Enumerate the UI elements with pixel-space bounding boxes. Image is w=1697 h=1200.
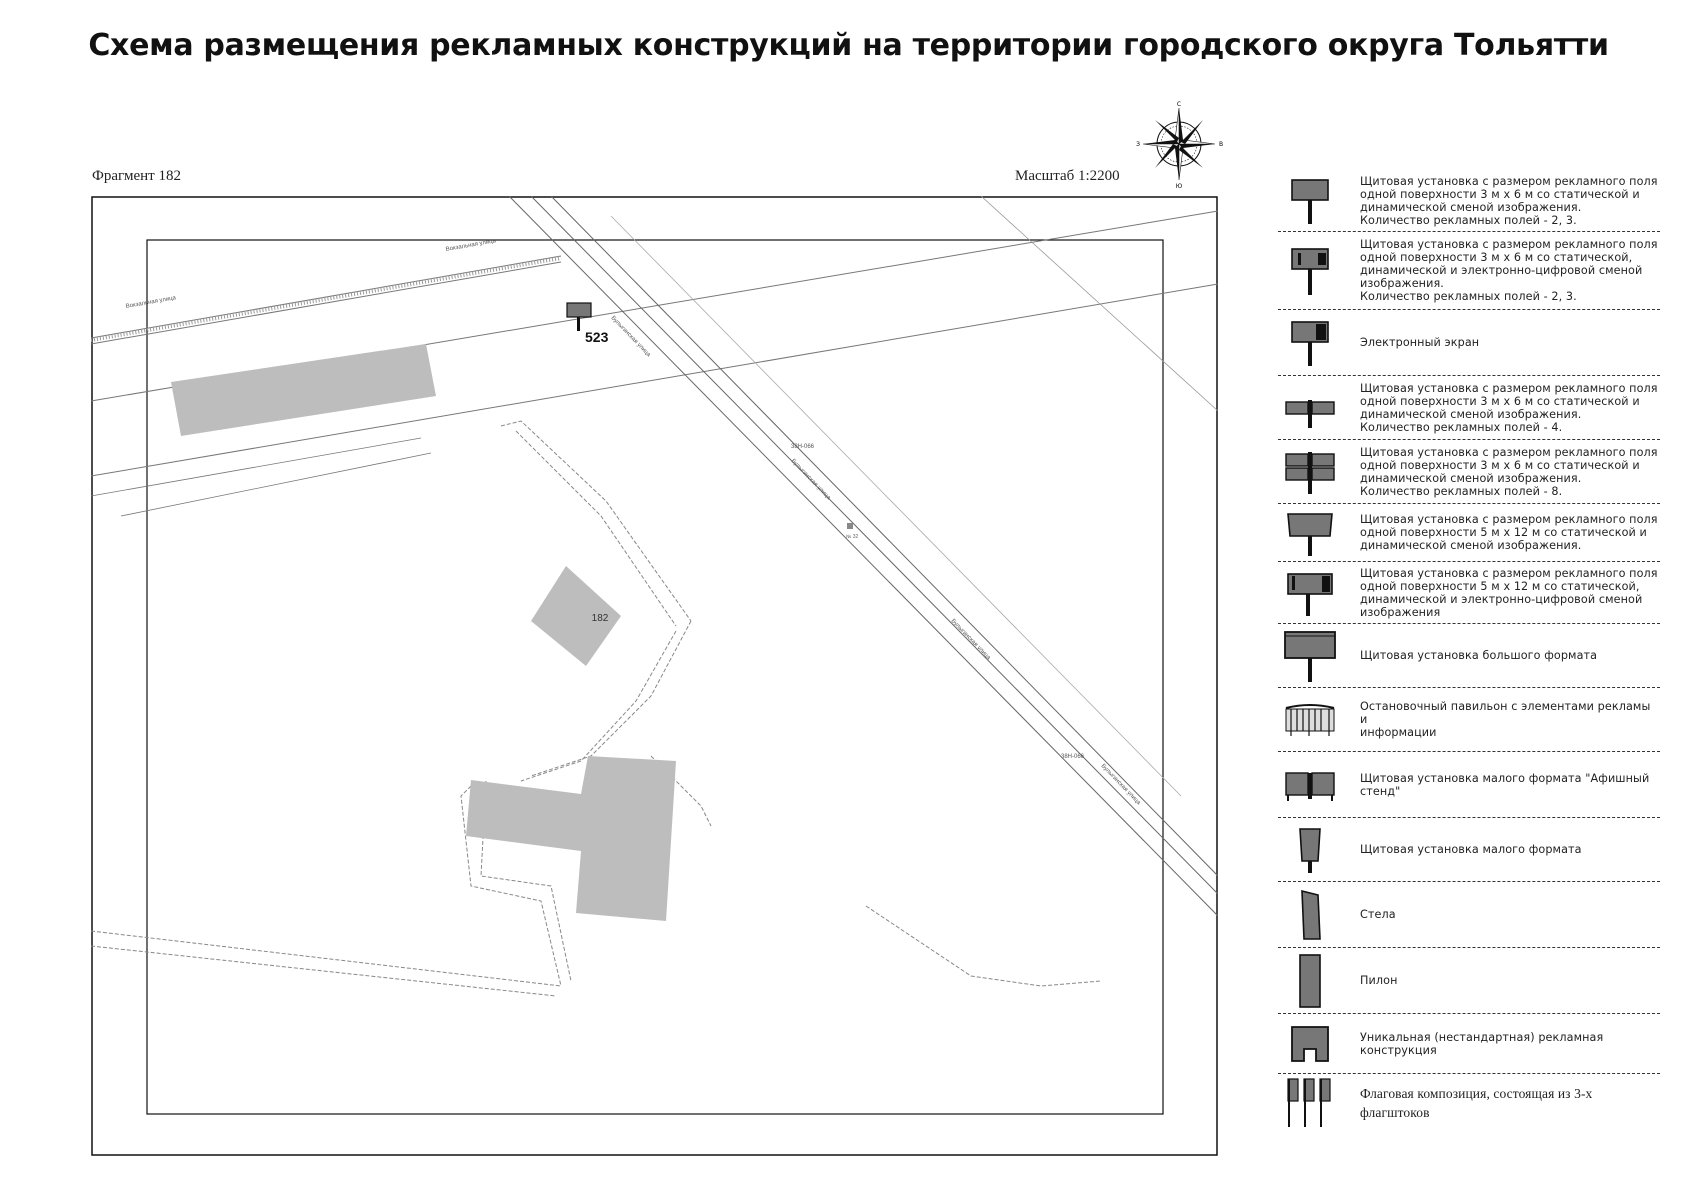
house-number: № 32 — [846, 534, 859, 540]
marker-label: 523 — [585, 329, 609, 345]
building-footprint — [531, 566, 621, 666]
legend-item: Стела — [1278, 882, 1660, 948]
flag-composition-icon — [1287, 1078, 1331, 1127]
unique-structure-icon — [1291, 1025, 1329, 1062]
legend-text: Щитовая установка с размером рекламного … — [1360, 174, 1658, 227]
billboard-3x6-icon — [1291, 178, 1329, 224]
map-area[interactable]: Вокзальная улица Вокзальная улица Булыги… — [91, 196, 1218, 1156]
compass-east: В — [1219, 141, 1223, 148]
stele-icon — [1301, 889, 1321, 940]
legend-item: Щитовая установка с размером рекламного … — [1278, 232, 1660, 310]
bus-stop-pavilion-icon — [1285, 703, 1335, 736]
legend-item: Остановочный павильон с элементами рекла… — [1278, 688, 1660, 752]
compass-south: Ю — [1176, 183, 1183, 188]
legend-item: Щитовая установка с размером рекламного … — [1278, 562, 1660, 624]
legend-text: Стела — [1360, 908, 1396, 921]
building-number: 182 — [592, 613, 609, 624]
page-title: Схема размещения рекламных конструкций н… — [88, 28, 1609, 63]
legend: Щитовая установка с размером рекламного … — [1278, 170, 1660, 1132]
compass-north: С — [1177, 101, 1181, 108]
legend-item: Щитовая установка малого формата "Афишны… — [1278, 752, 1660, 818]
legend-text: Электронный экран — [1360, 336, 1480, 349]
legend-item: Электронный экран — [1278, 310, 1660, 376]
road-tag: 38Н-066 — [791, 444, 815, 450]
fragment-frame — [146, 239, 1164, 1115]
legend-text: Щитовая установка с размером рекламного … — [1360, 445, 1658, 498]
legend-text: Флаговая композиция, состоящая из 3-х фл… — [1360, 1086, 1593, 1120]
building-footprint — [466, 756, 676, 921]
poster-stand-icon — [1285, 771, 1335, 801]
billboard-8-fields-icon — [1285, 451, 1335, 494]
legend-item: Щитовая установка с размером рекламного … — [1278, 376, 1660, 440]
billboard-4-fields-icon — [1285, 399, 1335, 428]
legend-item: Пилон — [1278, 948, 1660, 1014]
legend-item: Щитовая установка малого формата — [1278, 818, 1660, 882]
legend-item: Щитовая установка большого формата — [1278, 624, 1660, 688]
legend-item: Уникальная (нестандартная) рекламная кон… — [1278, 1014, 1660, 1074]
legend-text: Щитовая установка с размером рекламного … — [1360, 566, 1658, 619]
compass-rose-icon: С Ю З В — [1136, 101, 1223, 188]
street-label: Булыгинская улица — [790, 458, 832, 501]
legend-item: Флаговая композиция, состоящая из 3-х фл… — [1278, 1074, 1660, 1132]
legend-text: Щитовая установка с размером рекламного … — [1360, 238, 1658, 303]
building-footprint — [171, 344, 436, 436]
ad-structure-marker[interactable]: 523 — [566, 302, 609, 345]
electronic-screen-icon — [1291, 320, 1329, 366]
legend-item: Щитовая установка с размером рекламного … — [1278, 440, 1660, 504]
pylon-icon — [1299, 953, 1321, 1008]
legend-text: Щитовая установка с размером рекламного … — [1360, 513, 1658, 552]
legend-text: Уникальная (нестандартная) рекламная кон… — [1360, 1030, 1604, 1057]
compass-west: З — [1136, 141, 1140, 148]
legend-text: Остановочный павильон с элементами рекла… — [1360, 700, 1651, 739]
road-tag: 38Н-066 — [1061, 754, 1085, 760]
legend-text: Щитовая установка малого формата — [1360, 843, 1582, 856]
billboard-5x12-icon — [1287, 512, 1333, 556]
legend-item: Щитовая установка с размером рекламного … — [1278, 504, 1660, 562]
legend-text: Щитовая установка с размером рекламного … — [1360, 381, 1658, 434]
large-format-billboard-icon — [1284, 630, 1336, 682]
scale-label: Масштаб 1:2200 — [1015, 168, 1120, 184]
billboard-5x12-digital-icon — [1287, 572, 1333, 616]
highway — [508, 196, 1218, 917]
street-label: Булыгинская улица — [1100, 763, 1142, 806]
map-outer-frame — [91, 196, 1218, 1156]
street-label: Булыгинская улица — [950, 618, 992, 661]
small-format-billboard-icon — [1299, 827, 1321, 873]
fragment-label: Фрагмент 182 — [92, 168, 181, 184]
legend-item: Щитовая установка с размером рекламного … — [1278, 170, 1660, 232]
legend-text: Щитовая установка большого формата — [1360, 649, 1598, 662]
street-label: Булыгинская улица — [610, 315, 652, 358]
legend-text: Щитовая установка малого формата "Афишны… — [1360, 771, 1650, 798]
street-label: Вокзальная улица — [125, 295, 177, 310]
small-object-icon — [847, 523, 853, 529]
legend-text: Пилон — [1360, 974, 1398, 987]
billboard-3x6-digital-icon — [1291, 247, 1329, 295]
railway — [91, 210, 1218, 517]
paths — [91, 420, 1102, 997]
